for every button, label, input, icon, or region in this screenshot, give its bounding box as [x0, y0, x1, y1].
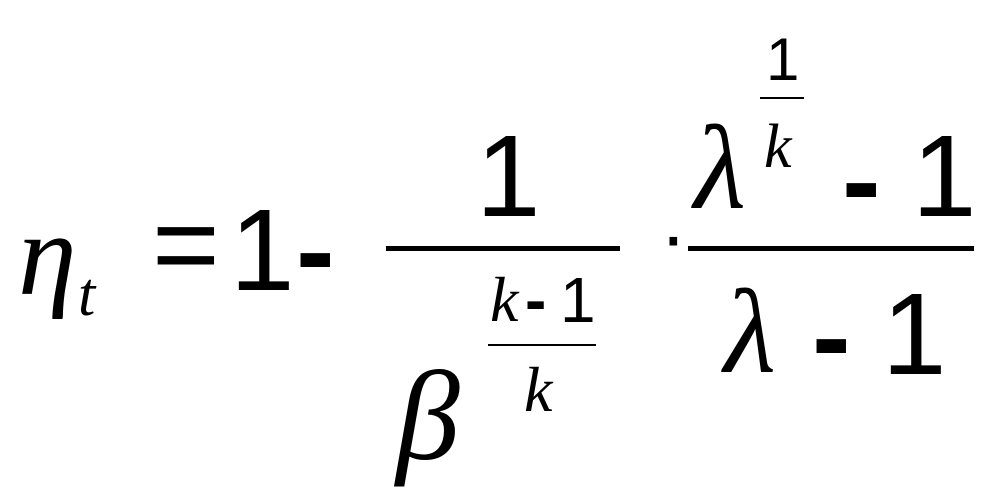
leading-minus: -	[296, 185, 335, 315]
numerator-lambda: λ	[694, 101, 746, 234]
beta-exponent-denominator-k: k	[524, 354, 553, 425]
lambda-exponent-bar	[760, 97, 804, 99]
equals-sign: =	[152, 179, 220, 309]
denominator-minus: -	[812, 271, 851, 401]
lambda-exponent-k: k	[764, 113, 792, 181]
denominator-lambda: λ	[724, 265, 776, 398]
first-fraction-bar	[386, 246, 620, 251]
numerator-one: 1	[912, 111, 977, 241]
second-fraction-bar	[688, 246, 974, 251]
multiplication-dot: ·	[660, 191, 687, 280]
numerator-minus: -	[842, 115, 881, 245]
eta-subscript-t: t	[78, 261, 96, 329]
beta-exponent-bar	[488, 344, 596, 346]
beta-exponent-one: 1	[560, 264, 596, 336]
beta-exponent-k: k	[490, 264, 519, 335]
lambda-exponent-one: 1	[766, 26, 800, 93]
eta-symbol: η	[18, 189, 77, 320]
beta-symbol: β	[396, 345, 460, 487]
leading-one: 1	[230, 185, 295, 315]
first-fraction-numerator: 1	[476, 111, 541, 241]
beta-exponent-minus: -	[525, 264, 547, 336]
denominator-one: 1	[882, 269, 947, 399]
